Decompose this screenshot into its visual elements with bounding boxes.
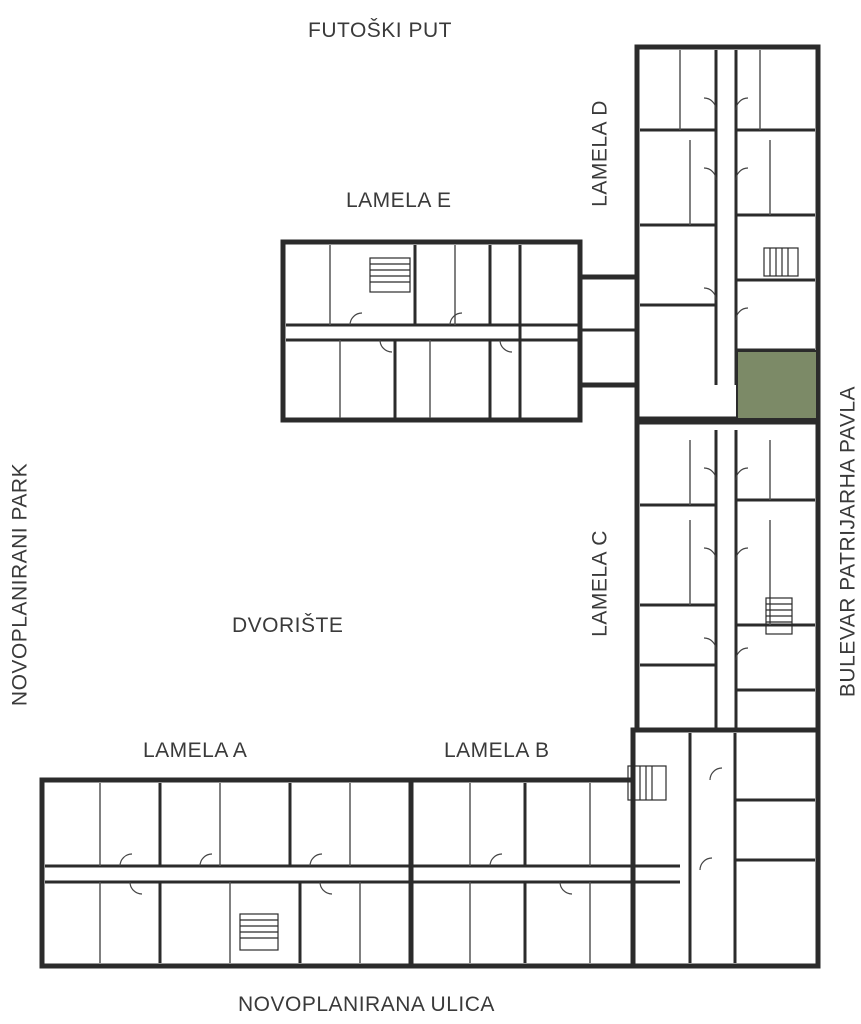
door-swings [119, 97, 749, 895]
lamela-a-outline [39, 777, 414, 969]
corner-block-outline [630, 727, 821, 969]
street-east-label: BULEVAR PATRIJARHA PAVLA [836, 385, 860, 698]
courtyard-label: DVORIŠTE [232, 614, 344, 637]
stairwell-a [239, 913, 279, 951]
lamela-a-label: LAMELA A [143, 739, 248, 762]
highlighted-apartment[interactable] [736, 350, 818, 420]
lamela-c-outline [634, 419, 821, 733]
stairwell-d [763, 247, 799, 277]
street-west-label: NOVOPLANIRANI PARK [8, 462, 32, 707]
lamela-c-label: LAMELA C [588, 530, 612, 637]
street-south-label: NOVOPLANIRANA ULICA [238, 993, 495, 1016]
lamela-b-outline [408, 777, 636, 969]
lamela-e-outline [280, 239, 583, 423]
stairwells [239, 247, 799, 951]
lamela-b-label: LAMELA B [444, 739, 550, 762]
lamela-d-label: LAMELA D [588, 100, 612, 207]
lamela-d-outline [634, 44, 821, 422]
stairwell-c [765, 597, 793, 635]
stairwell-e [369, 257, 411, 293]
lamela-e-label: LAMELA E [346, 189, 452, 212]
stairwell-corner [627, 765, 667, 801]
street-north-label: FUTOŠKI PUT [308, 19, 452, 42]
thin-partitions [99, 50, 771, 963]
interior-walls [45, 50, 815, 963]
